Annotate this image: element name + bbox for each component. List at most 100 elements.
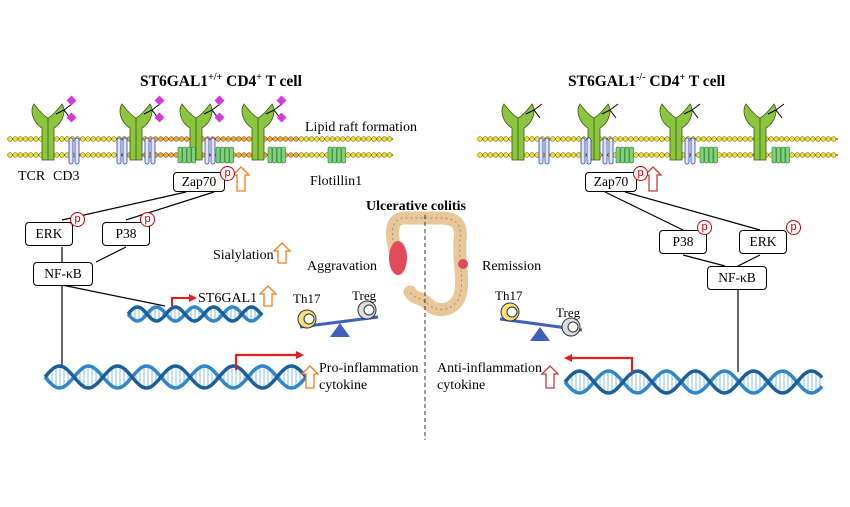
right-panel-title: ST6GAL1-/- CD4+ T cell: [568, 72, 726, 91]
lipid-bead: [178, 136, 185, 142]
left-p38-phospho: p: [140, 212, 155, 227]
up-arrows: [231, 166, 663, 389]
lipid-bead: [477, 152, 483, 158]
right-zap70-phospho: p: [633, 166, 648, 181]
lipid-bead: [664, 152, 670, 158]
lipid-bead: [381, 152, 388, 158]
left-erk-box: ERK: [25, 222, 73, 246]
lipid-bead: [111, 136, 117, 142]
lipid-bead: [33, 152, 39, 158]
lipid-bead: [314, 136, 320, 142]
right-dna-helix: [563, 369, 824, 395]
cd3-icon: [684, 137, 696, 165]
cd3-icon: [538, 137, 550, 165]
lipid-bead: [236, 136, 242, 142]
lipid-raft-label: Lipid raft formation: [305, 120, 417, 135]
lipid-bead: [654, 136, 660, 142]
lipid-bead: [529, 152, 535, 158]
lipid-bead: [555, 136, 561, 142]
right-p38-phospho: p: [697, 220, 712, 235]
st6gal1-gene-label: ST6GAL1: [198, 291, 258, 306]
lipid-bead: [371, 136, 377, 142]
lipid-bead: [386, 152, 393, 158]
right-balance-scale: [499, 302, 583, 341]
lipid-bead: [789, 136, 795, 142]
lipid-bead: [482, 136, 488, 142]
lipid-bead: [225, 136, 232, 142]
lipid-bead: [799, 152, 806, 158]
lipid-bead: [747, 152, 754, 158]
lipid-bead: [810, 152, 816, 158]
lipid-bead: [737, 136, 743, 142]
lipid-bead: [80, 152, 86, 158]
lipid-bead: [643, 136, 650, 142]
right-p38-box: P38: [659, 230, 707, 254]
th17-cell-icon-right: [500, 302, 520, 322]
lipid-bead: [282, 136, 289, 142]
right-nfkb-box: NF-κB: [707, 266, 767, 290]
left-panel-title: ST6GAL1+/+ CD4+ T cell: [140, 72, 302, 91]
lipid-bead: [815, 152, 821, 158]
lipid-bead: [168, 136, 174, 142]
lipid-bead: [85, 152, 91, 158]
lipid-bead: [794, 152, 800, 158]
lipid-bead: [246, 152, 252, 158]
lipid-bead: [308, 136, 315, 142]
anti-inflammation-transcription-arrow: [564, 354, 634, 372]
sialic-acid-icon: [214, 95, 225, 106]
lipid-bead: [830, 152, 837, 158]
lipid-bead: [95, 136, 102, 142]
sialic-acid-icon: [154, 112, 165, 123]
lipid-bead: [664, 136, 670, 142]
lipid-bead: [230, 136, 237, 142]
left-balance-scale: [297, 300, 379, 337]
lipid-bead: [59, 152, 65, 158]
lipid-bead: [732, 136, 738, 142]
lipid-bead: [303, 136, 310, 142]
lipid-bead: [241, 152, 247, 158]
colon-icon: [386, 211, 469, 316]
lipid-bead: [550, 136, 556, 142]
lipid-bead: [732, 152, 738, 158]
st6gal1-transcription-arrow: [171, 294, 197, 306]
lipid-bead: [654, 152, 660, 158]
lipid-bead: [617, 136, 624, 142]
lipid-bead: [298, 136, 304, 142]
lipid-bead: [329, 136, 336, 142]
anti-inflammation-label-2: cytokine: [437, 378, 486, 393]
sialic-acid-icon: [276, 112, 287, 123]
cd3-icon: [116, 137, 128, 165]
lipid-bead: [550, 152, 556, 158]
tcr-receptor-icon: [179, 95, 225, 161]
lipid-bead: [737, 152, 743, 158]
lipid-bead: [319, 152, 325, 158]
lipid-bead: [830, 136, 837, 142]
lipid-bead: [7, 152, 13, 158]
flotillin-icon: [699, 146, 718, 164]
lipid-bead: [638, 136, 644, 142]
lipid-bead: [54, 136, 60, 142]
lipid-bead: [163, 136, 169, 142]
lipid-bead: [799, 136, 806, 142]
lipid-bead: [168, 152, 174, 158]
lipid-bead: [28, 152, 34, 158]
lipid-bead: [633, 136, 639, 142]
sialic-acid-icon: [154, 95, 165, 106]
lipid-bead: [293, 136, 299, 142]
dna-strand: [126, 305, 264, 323]
right-zap70-box: Zap70: [585, 172, 637, 192]
left-nfkb-box: NF-κB: [33, 262, 93, 286]
up-arrow-icon: [300, 365, 320, 389]
lipid-bead: [355, 152, 362, 158]
dna-strand: [563, 369, 824, 395]
dna-strand: [126, 305, 264, 323]
lipid-bead: [706, 136, 712, 142]
lipid-bead: [825, 136, 832, 142]
lipid-bead: [350, 136, 356, 142]
right-th17-label: Th17: [495, 288, 523, 303]
lipid-bead: [492, 136, 499, 142]
up-arrow-icon: [231, 166, 251, 192]
lipid-bead: [700, 136, 707, 142]
lipid-bead: [820, 136, 826, 142]
